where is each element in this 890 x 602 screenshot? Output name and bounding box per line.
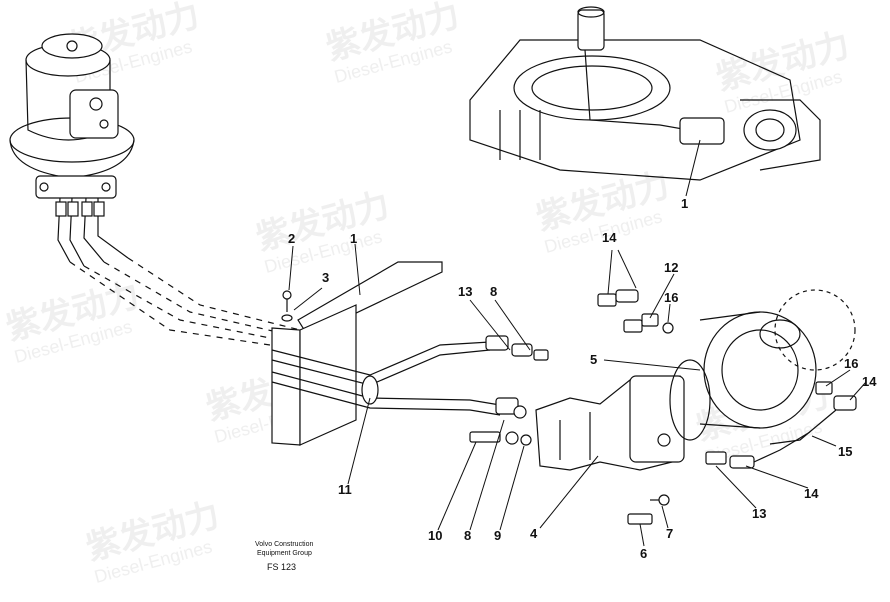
callout-part-5: 5	[590, 352, 597, 367]
callout-part-15: 15	[838, 444, 852, 459]
callout-labels: 1 1 2 3 4 5 6 7 8 8 9 10 11 12 13 13 14 …	[288, 196, 877, 561]
callout-part-16: 16	[844, 356, 858, 371]
callout-part-14: 14	[862, 374, 877, 389]
watermark-layer: 紫发动力 Diesel-Engines 紫发动力 Diesel-Engines …	[2, 0, 853, 587]
caption-block: Volvo Construction Equipment Group FS 12…	[255, 541, 313, 572]
callout-part-13: 13	[458, 284, 472, 299]
callout-part-14: 14	[804, 486, 819, 501]
callout-part-1: 1	[681, 196, 688, 211]
caption-group: Equipment Group	[257, 550, 312, 557]
leader-lines	[288, 139, 867, 547]
undercarriage-assembly-drawing	[469, 6, 821, 181]
callout-part-1: 1	[350, 231, 357, 246]
callout-part-13: 13	[752, 506, 766, 521]
hose-run-drawing	[69, 257, 301, 346]
right-fittings-drawing	[597, 289, 857, 525]
callout-part-14: 14	[602, 230, 617, 245]
callout-part-11: 11	[338, 482, 352, 497]
callout-part-8: 8	[490, 284, 497, 299]
callout-part-16: 16	[664, 290, 678, 305]
hydraulic-motor-drawing	[9, 33, 135, 267]
callout-part-7: 7	[666, 526, 673, 541]
callout-part-6: 6	[640, 546, 647, 561]
caption-company: Volvo Construction	[255, 541, 313, 548]
callout-part-12: 12	[664, 260, 678, 275]
figure-id: FS 123	[267, 562, 296, 572]
swivel-ring-drawing	[669, 289, 856, 441]
bracket-drawing	[271, 261, 443, 446]
callout-part-9: 9	[494, 528, 501, 543]
hose-fittings-drawing	[271, 335, 549, 446]
elbow-housing-drawing	[535, 375, 685, 471]
callout-part-10: 10	[428, 528, 442, 543]
callout-part-2: 2	[288, 231, 295, 246]
callout-part-3: 3	[322, 270, 329, 285]
callout-part-8: 8	[464, 528, 471, 543]
callout-part-4: 4	[530, 526, 538, 541]
